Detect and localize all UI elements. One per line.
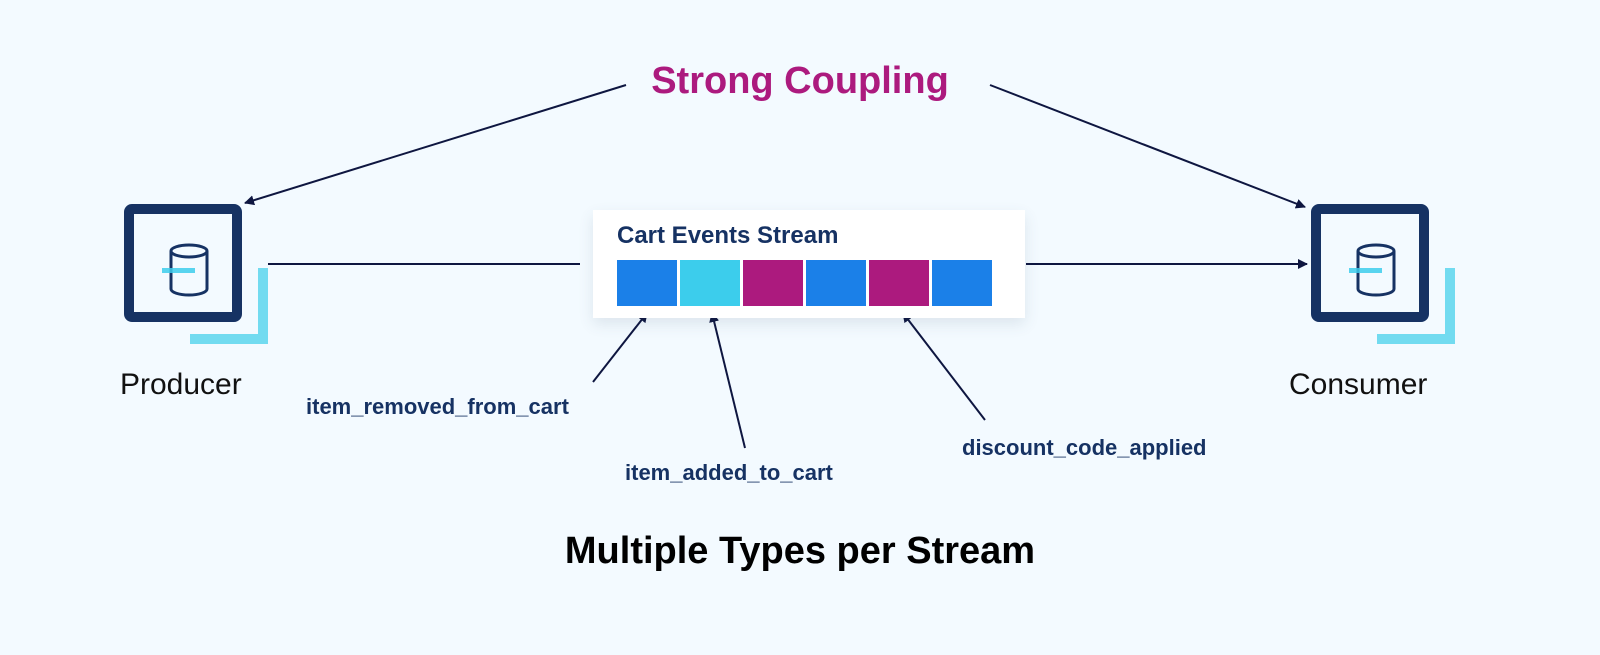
callout-arrow-item-added xyxy=(709,312,746,449)
consumer-node xyxy=(1311,204,1455,344)
callout-discount-code-applied: discount_code_applied xyxy=(962,435,1207,460)
callout-item-removed-from-cart: item_removed_from_cart xyxy=(306,394,569,419)
callout-arrow-item-removed xyxy=(592,312,648,383)
producer-shadow xyxy=(190,268,268,344)
footer-title: Multiple Types per Stream xyxy=(564,530,1036,572)
database-icon xyxy=(162,243,209,297)
event-cell-discount-code-applied xyxy=(743,260,803,306)
database-icon xyxy=(1349,243,1396,297)
event-cell-item-removed-from-cart xyxy=(806,260,866,306)
producer-frame xyxy=(124,204,242,322)
coupling-arrow-to-producer xyxy=(244,84,627,206)
event-cell-discount-code-applied xyxy=(869,260,929,306)
event-cell-item-removed-from-cart xyxy=(617,260,677,306)
consumer-frame xyxy=(1311,204,1429,322)
consumer-shadow xyxy=(1377,268,1455,344)
producer-label: Producer xyxy=(120,368,242,401)
cart-events-stream: Cart Events Stream xyxy=(593,210,1025,318)
producer-node xyxy=(124,204,268,344)
stream-events xyxy=(617,260,992,306)
callout-arrow-discount xyxy=(902,312,986,421)
event-cell-item-added-to-cart xyxy=(680,260,740,306)
consumer-label: Consumer xyxy=(1289,368,1428,401)
event-cell-item-removed-from-cart xyxy=(932,260,992,306)
coupling-arrow-to-consumer xyxy=(989,84,1306,209)
stream-title: Cart Events Stream xyxy=(617,222,839,249)
coupling-label: Strong Coupling xyxy=(651,60,949,102)
callout-item-added-to-cart: item_added_to_cart xyxy=(625,460,833,485)
